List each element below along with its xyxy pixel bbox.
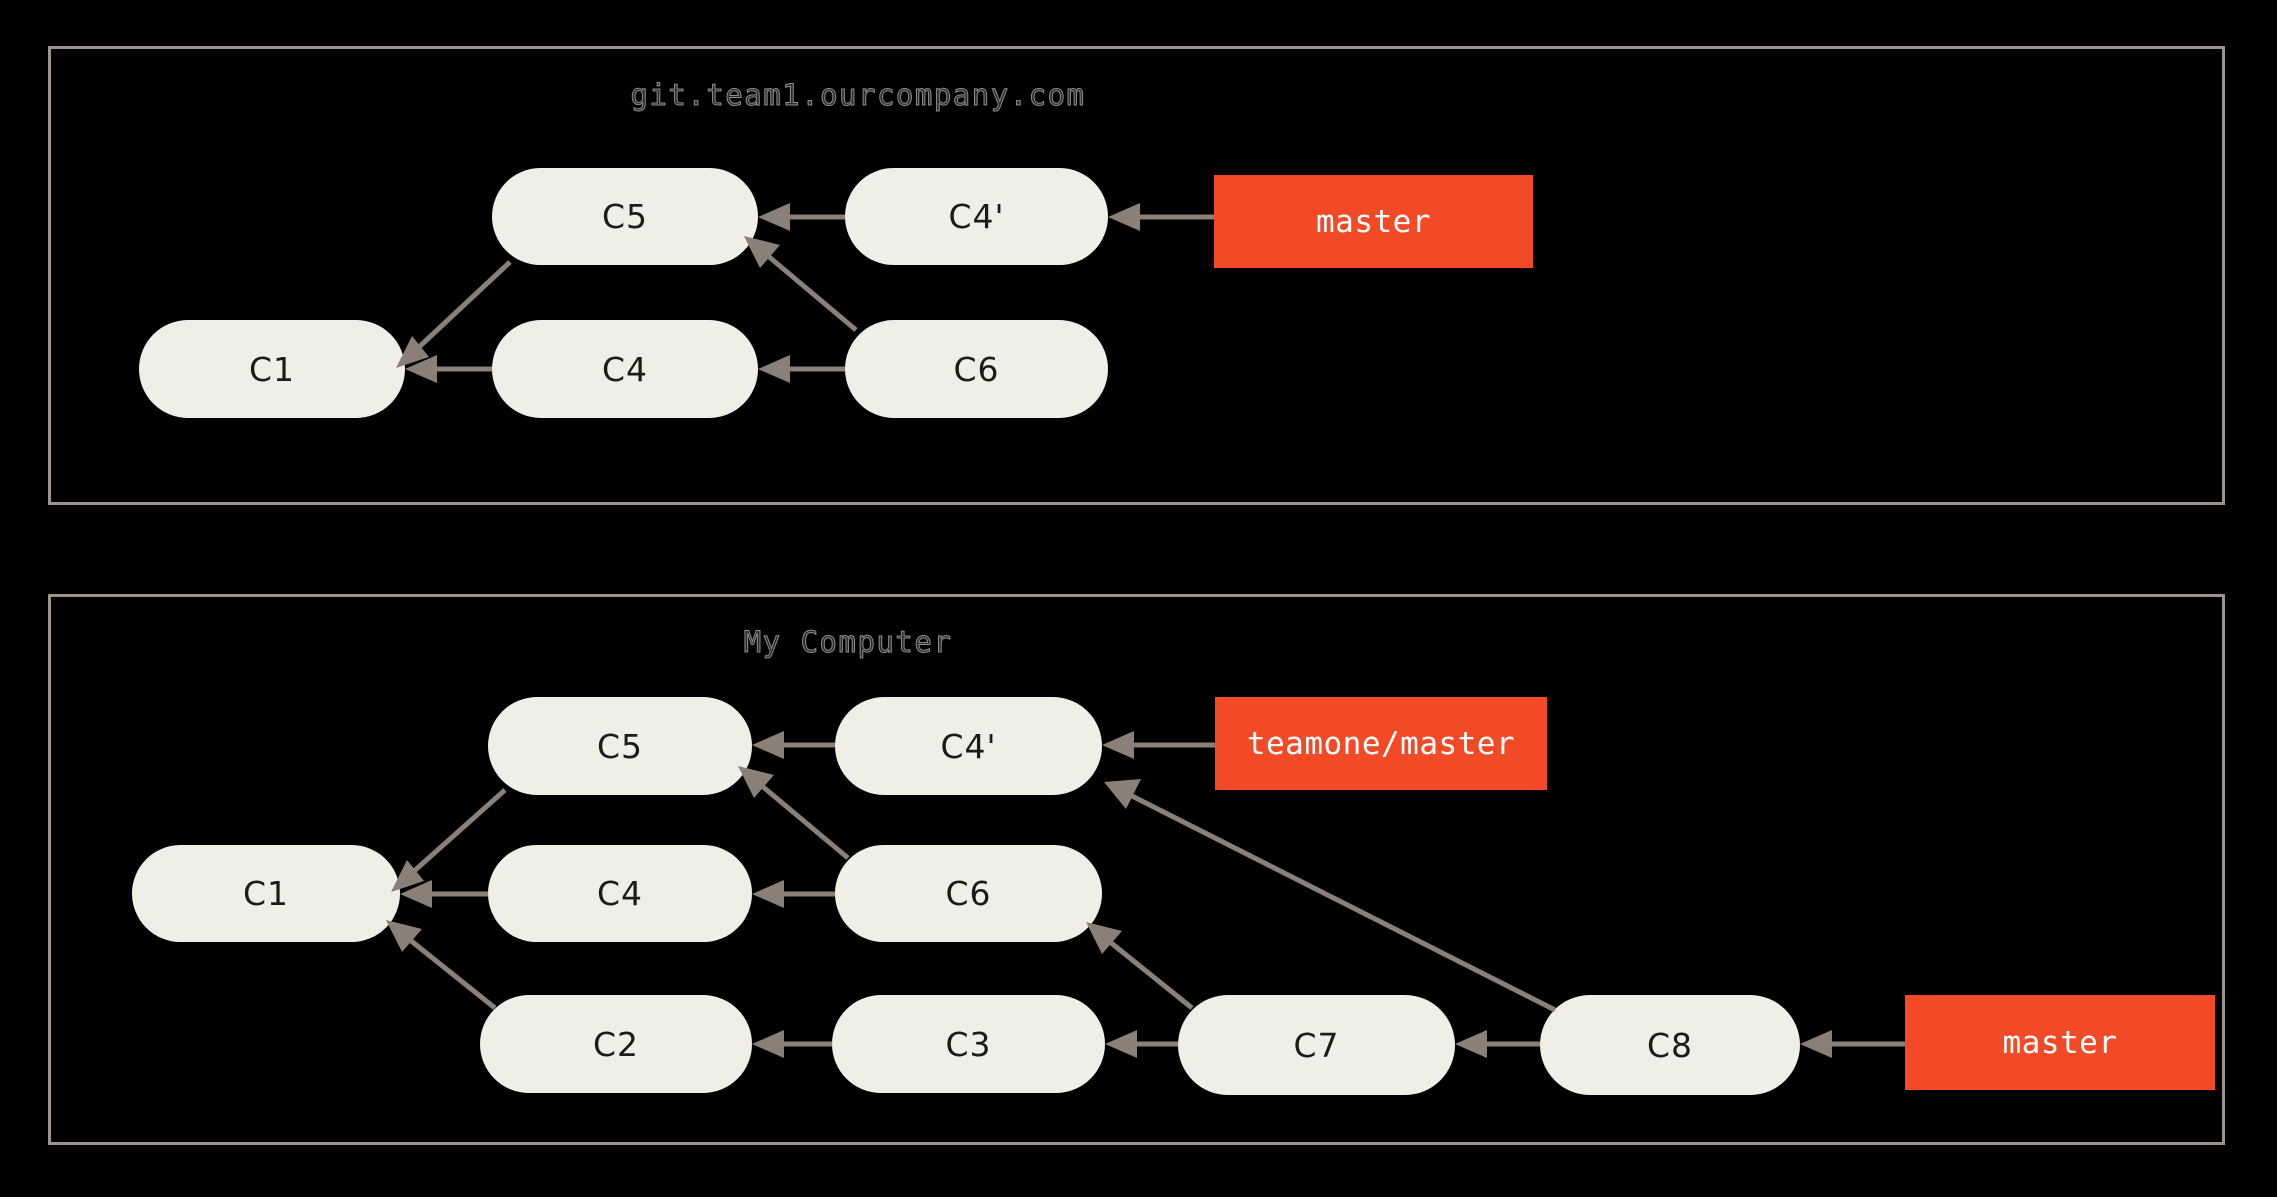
commit-node-c1-local[interactable]: C1	[132, 845, 400, 942]
branch-label-text: teamone/master	[1246, 725, 1516, 762]
panel-remote	[48, 46, 2225, 505]
branch-label-text: master	[2002, 1024, 2118, 1061]
commit-node-c8-local[interactable]: C8	[1540, 995, 1800, 1095]
commit-label: C4	[596, 874, 644, 913]
commit-node-c3-local[interactable]: C3	[832, 995, 1105, 1093]
commit-label: C7	[1293, 1025, 1340, 1065]
commit-node-c6-local[interactable]: C6	[835, 845, 1102, 942]
branch-label-master-remote[interactable]: master	[1214, 175, 1533, 268]
branch-label-text: master	[1316, 203, 1431, 240]
commit-node-c5-local[interactable]: C5	[488, 697, 752, 795]
commit-node-c1-remote[interactable]: C1	[139, 320, 405, 418]
commit-node-c4-remote[interactable]: C4	[492, 320, 758, 418]
panel-local	[48, 594, 2225, 1145]
commit-node-c4-local[interactable]: C4	[488, 845, 752, 942]
commit-label: C8	[1646, 1025, 1694, 1065]
panel-local-title: My Computer	[743, 625, 953, 660]
commit-node-c5-remote[interactable]: C5	[492, 168, 758, 265]
commit-node-c4prime-remote[interactable]: C4'	[845, 168, 1108, 265]
commit-label: C6	[953, 349, 1000, 389]
commit-label: C6	[945, 874, 992, 913]
commit-label: C3	[945, 1024, 992, 1064]
commit-label: C5	[601, 197, 649, 236]
commit-node-c7-local[interactable]: C7	[1178, 995, 1455, 1095]
commit-label: C4'	[940, 726, 997, 766]
commit-label: C1	[248, 349, 296, 389]
commit-node-c4prime-local[interactable]: C4'	[835, 697, 1102, 795]
commit-label: C4'	[948, 197, 1005, 236]
commit-node-c2-local[interactable]: C2	[480, 995, 752, 1093]
branch-label-master-local[interactable]: master	[1905, 995, 2215, 1090]
commit-label: C5	[596, 726, 644, 766]
commit-label: C2	[592, 1024, 640, 1064]
commit-node-c6-remote[interactable]: C6	[845, 320, 1108, 418]
branch-label-teamone-master[interactable]: teamone/master	[1215, 697, 1547, 790]
commit-label: C1	[242, 874, 290, 913]
panel-remote-title: git.team1.ourcompany.com	[630, 78, 1086, 113]
commit-label: C4	[601, 349, 649, 389]
